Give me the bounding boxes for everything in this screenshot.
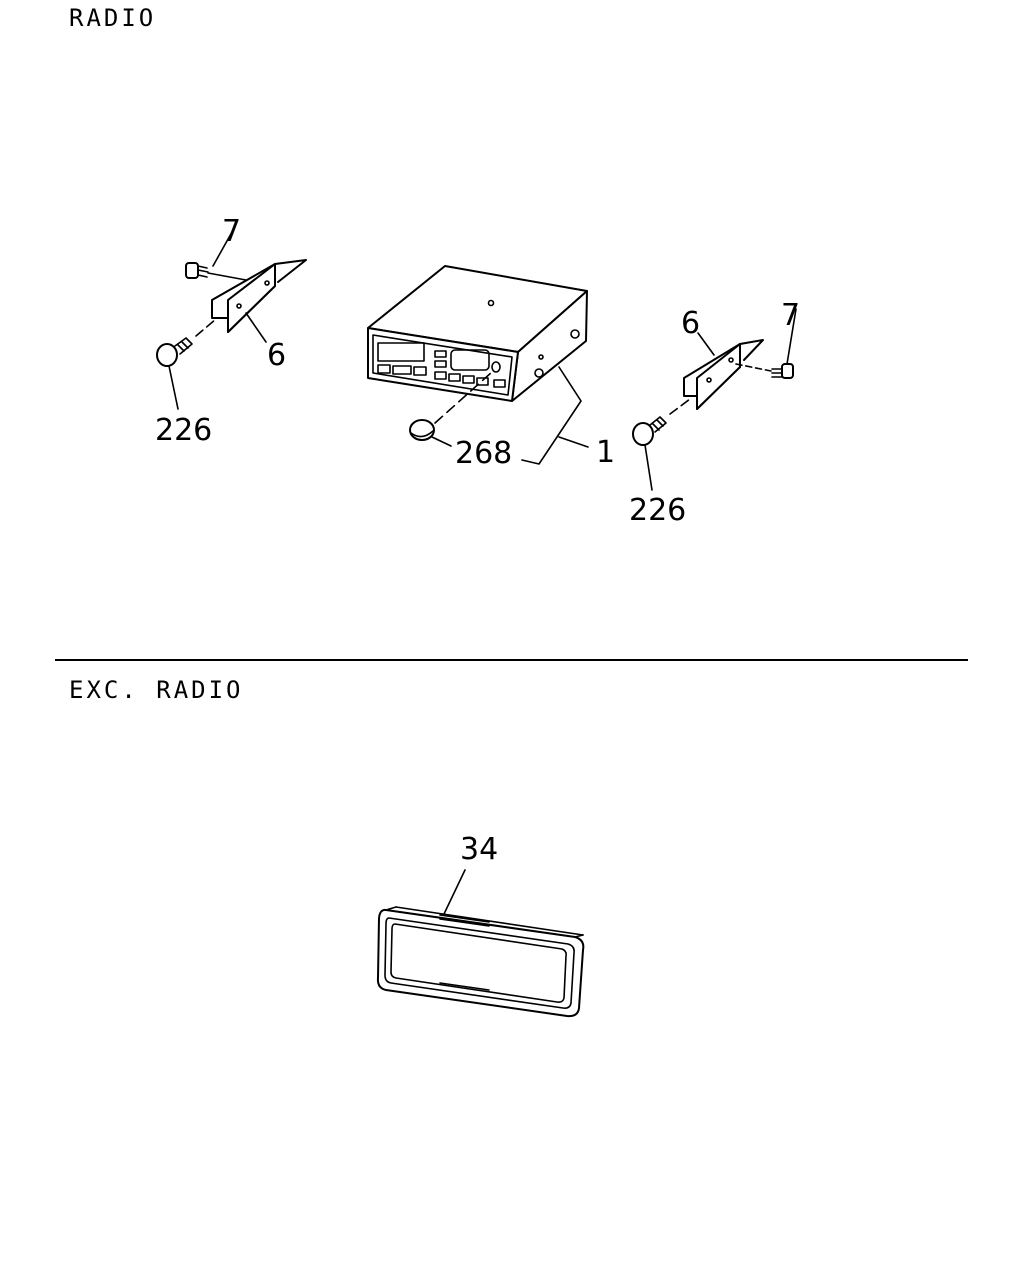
- leader-radio-unit: [521, 366, 582, 465]
- left-bracket: [211, 259, 307, 333]
- leader-knob: [431, 436, 452, 447]
- left-bolt-icon: [185, 262, 247, 281]
- callout-screw-left: 226: [155, 413, 212, 448]
- right-bracket: [683, 339, 764, 410]
- leader-bolt-right: [786, 308, 797, 365]
- radio-pocket-icon: [376, 906, 585, 1018]
- leader-bolt-left: [212, 231, 233, 267]
- leader-pocket: [443, 869, 466, 915]
- callout-pocket: 34: [460, 832, 498, 867]
- callout-screw-right: 226: [629, 493, 686, 528]
- section-title-exc-radio: EXC. RADIO: [69, 676, 244, 704]
- radio-unit: [367, 265, 588, 402]
- callout-knob: 268: [455, 436, 512, 471]
- leader-bracket-left: [245, 312, 267, 343]
- left-screw-icon: [156, 318, 217, 367]
- leader-bracket-right: [697, 332, 715, 356]
- radio-knob-icon: [409, 371, 493, 441]
- right-bolt-icon: [735, 363, 794, 379]
- callout-radio-unit: 1: [596, 435, 615, 470]
- leader-screw-left: [168, 365, 179, 410]
- callout-bolt-right: 7: [781, 298, 800, 333]
- callout-bolt-left: 7: [222, 214, 241, 249]
- callout-bracket-left: 6: [267, 338, 286, 373]
- callout-bracket-right: 6: [681, 306, 700, 341]
- section-title-radio: RADIO: [69, 4, 156, 32]
- leader-screw-right: [644, 444, 653, 491]
- right-screw-icon: [632, 398, 691, 446]
- leader-radio-unit-right: [558, 436, 589, 448]
